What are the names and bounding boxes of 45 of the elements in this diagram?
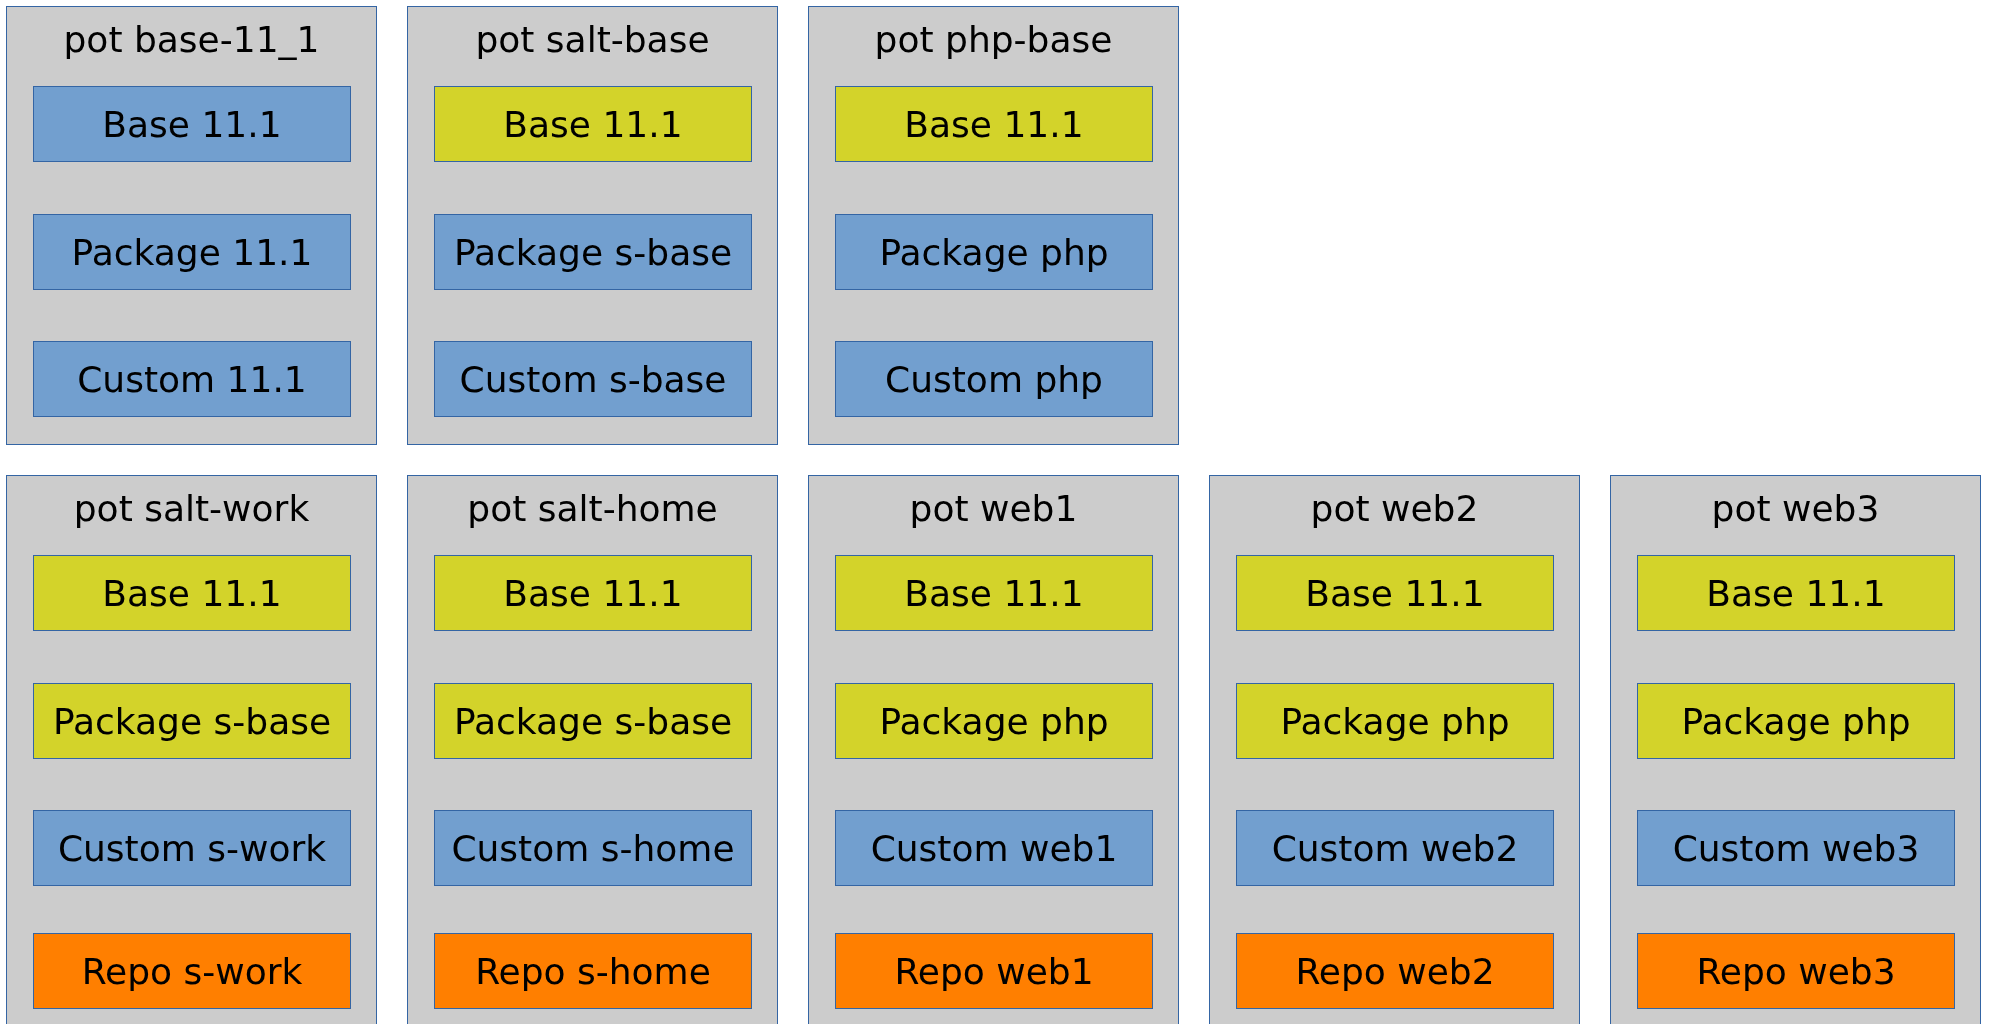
layer-box: Repo web1 [835,933,1153,1009]
layer-box: Base 11.1 [434,555,752,631]
layer-box: Custom s-base [434,341,752,417]
panel-title: pot web2 [1309,488,1480,529]
layer-box: Base 11.1 [434,86,752,162]
pot-panel [407,475,778,1024]
layer-box: Package 11.1 [33,214,351,290]
pot-panel [6,6,377,445]
layer-box: Custom php [835,341,1153,417]
layer-box: Custom s-work [33,810,351,886]
layer-box: Package php [1637,683,1955,759]
layer-box: Package s-base [434,683,752,759]
layer-box: Base 11.1 [33,86,351,162]
pot-panel [6,475,377,1024]
pot-panel [1610,475,1981,1024]
layer-box: Repo s-home [434,933,752,1009]
panel-title: pot web3 [1710,488,1881,529]
pot-panel [407,6,778,445]
layer-box: Custom 11.1 [33,341,351,417]
layer-box: Base 11.1 [835,86,1153,162]
panel-title: pot salt-base [474,19,711,60]
layer-box: Repo s-work [33,933,351,1009]
layer-box: Custom web2 [1236,810,1554,886]
layer-box: Base 11.1 [1637,555,1955,631]
layer-box: Package s-base [434,214,752,290]
layer-box: Custom web3 [1637,810,1955,886]
layer-box: Package php [1236,683,1554,759]
panel-title: pot base-11_1 [62,19,321,60]
layer-box: Package php [835,214,1153,290]
layer-box: Repo web3 [1637,933,1955,1009]
layer-box: Base 11.1 [835,555,1153,631]
panel-title: pot salt-home [466,488,719,529]
panel-title: pot salt-work [72,488,311,529]
layer-box: Package s-base [33,683,351,759]
pot-panel [808,475,1179,1024]
panel-title: pot php-base [873,19,1114,60]
pot-panel [1209,475,1580,1024]
layer-box: Base 11.1 [1236,555,1554,631]
panel-title: pot web1 [908,488,1079,529]
layer-box: Custom web1 [835,810,1153,886]
layer-box: Package php [835,683,1153,759]
layer-box: Custom s-home [434,810,752,886]
layer-box: Repo web2 [1236,933,1554,1009]
pot-panel [808,6,1179,445]
layer-box: Base 11.1 [33,555,351,631]
